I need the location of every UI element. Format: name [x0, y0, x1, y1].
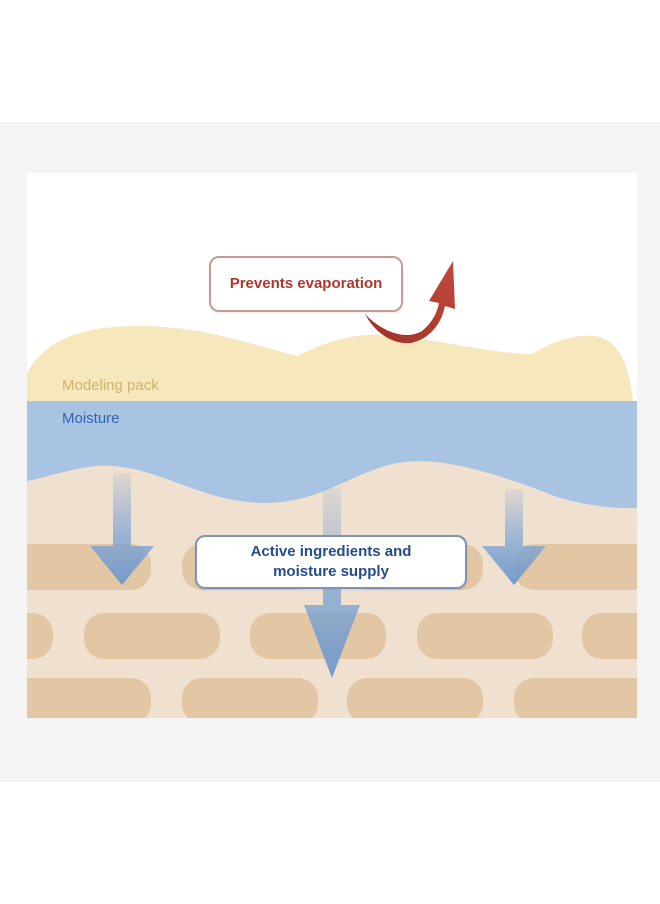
skin-cell [417, 613, 553, 659]
prevents-evaporation-callout: Prevents evaporation [209, 256, 403, 312]
moisture-label: Moisture [62, 410, 120, 427]
skin-cells-row-3 [27, 678, 637, 718]
skin-layer-diagram: Modeling pack Moisture Prevents evaporat… [27, 173, 637, 718]
moisture-layer [27, 401, 637, 509]
skin-cell [347, 678, 483, 718]
skin-cell [514, 678, 637, 718]
arrow-down-icon [482, 489, 546, 585]
skin-cell [514, 544, 637, 590]
prevents-evaporation-text: Prevents evaporation [229, 275, 383, 292]
modeling-pack-label: Modeling pack [62, 377, 159, 394]
active-ingredients-text-line-2: moisture supply [273, 563, 389, 580]
active-ingredients-callout: Active ingredients and moisture supply [195, 535, 467, 589]
skin-cell [182, 678, 318, 718]
curved-arrow-up-right-icon [365, 261, 455, 344]
skin-cell [582, 613, 637, 659]
skin-cell [27, 678, 151, 718]
skin-cell [84, 613, 220, 659]
skin-cell [27, 613, 53, 659]
arrow-down-icon [90, 473, 154, 585]
modeling-pack-layer [27, 325, 633, 401]
active-ingredients-text-line-1: Active ingredients and [250, 543, 412, 560]
diagram-svg [27, 261, 637, 718]
